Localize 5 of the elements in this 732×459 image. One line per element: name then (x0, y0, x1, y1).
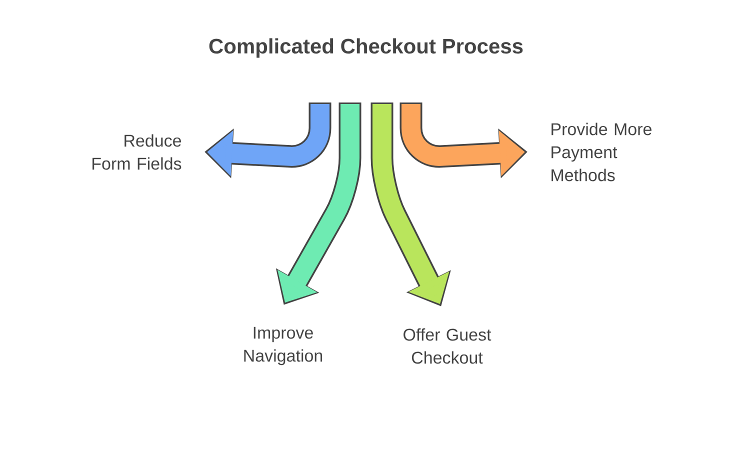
text-label: Offer Guest Checkout (404, 328, 492, 364)
text-label: Reduce Form Fields (92, 134, 182, 170)
title: Complicated Checkout Process (209, 38, 523, 58)
text-label: Improve Navigation (244, 326, 322, 366)
text-label: Provide More Payment Methods (552, 122, 652, 182)
